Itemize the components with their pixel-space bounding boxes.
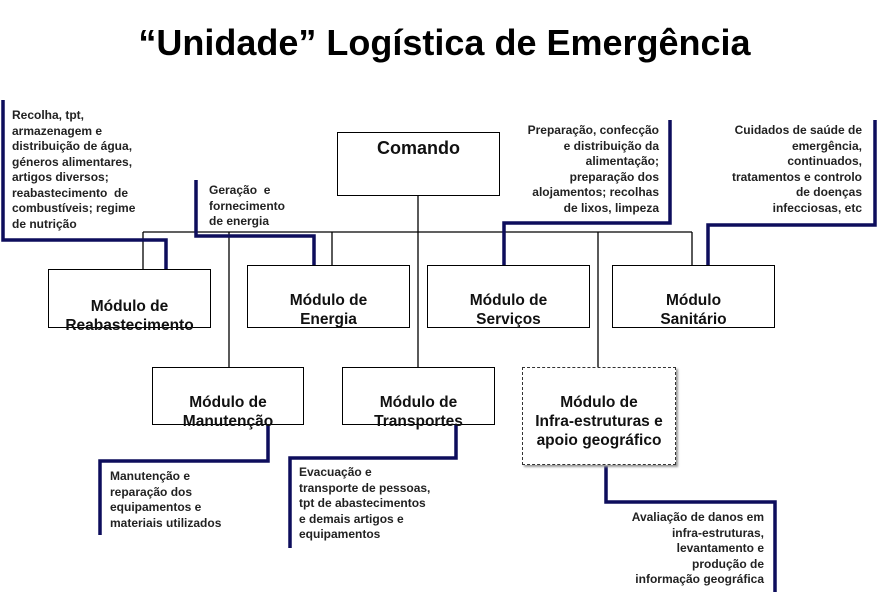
bracket-servicos bbox=[502, 120, 672, 265]
bracket-energia bbox=[194, 180, 316, 265]
module-transportes: Módulo de Transportes bbox=[342, 367, 495, 430]
module-label: Módulo de Transportes bbox=[374, 394, 463, 430]
diagram-title: “Unidade” Logística de Emergência bbox=[138, 22, 751, 63]
module-label: Módulo de Serviços bbox=[469, 292, 548, 328]
bracket-sanitario bbox=[706, 120, 877, 265]
module-label: Módulo Sanitário bbox=[660, 292, 727, 328]
note-infraestruturas: Avaliação de danos em infra-estruturas, … bbox=[631, 510, 764, 586]
module-label: Módulo de Reabastecimento bbox=[65, 298, 194, 334]
module-label: Módulo de Infra-estruturas e apoio geogr… bbox=[535, 394, 663, 449]
module-infraestruturas: Módulo de Infra-estruturas e apoio geogr… bbox=[522, 367, 676, 465]
note-manutencao: Manutenção e reparação dos equipamentos … bbox=[110, 469, 222, 530]
command-box: Comando bbox=[337, 132, 500, 196]
module-reabastecimento: Módulo de Reabastecimento bbox=[48, 269, 211, 334]
note-sanitario: Cuidados de saúde de emergência, continu… bbox=[731, 123, 862, 215]
module-label: Módulo de Manutenção bbox=[182, 394, 274, 430]
bracket-reabastecimento bbox=[1, 100, 168, 269]
bracket-manutencao bbox=[98, 425, 270, 535]
bracket-infraestruturas bbox=[604, 466, 777, 592]
note-servicos: Preparação, confecção e distribuição da … bbox=[527, 123, 659, 215]
command-label: Comando bbox=[377, 138, 460, 158]
note-reabastecimento: Recolha, tpt, armazenagem e distribuição… bbox=[12, 108, 136, 231]
bracket-transportes bbox=[288, 425, 458, 548]
module-sanitario: Módulo Sanitário bbox=[612, 265, 775, 328]
note-transportes: Evacuação e transporte de pessoas, tpt d… bbox=[299, 465, 431, 541]
module-servicos: Módulo de Serviços bbox=[427, 265, 590, 328]
module-energia: Módulo de Energia bbox=[247, 265, 410, 328]
module-label: Módulo de Energia bbox=[289, 292, 368, 328]
note-energia: Geração e fornecimento de energia bbox=[209, 183, 286, 228]
module-manutencao: Módulo de Manutenção bbox=[152, 367, 304, 430]
